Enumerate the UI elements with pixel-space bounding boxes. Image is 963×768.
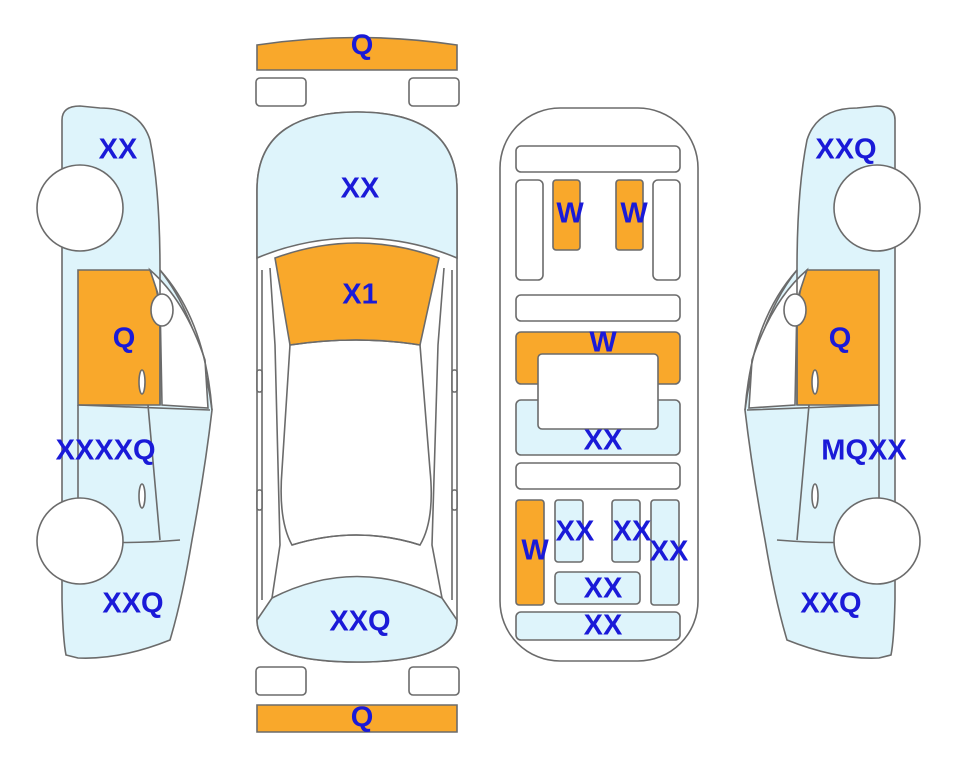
right-front-wheel <box>833 164 921 252</box>
left-front-wheel <box>36 164 124 252</box>
interior-left-pillar <box>515 179 544 281</box>
label-rear-bumper: Q <box>351 702 374 734</box>
left-mirror <box>256 369 263 393</box>
label-left-front-fender: XX <box>99 134 138 166</box>
left-mirror-side <box>150 293 174 327</box>
label-interior-rear-shelf: XX <box>584 610 623 642</box>
label-right-front-fender: XXQ <box>815 134 876 166</box>
right-rear-door-line <box>746 404 880 541</box>
front-left-light <box>255 77 307 107</box>
left-side-line-inner <box>269 267 281 599</box>
right-rear-handle-side <box>811 483 819 509</box>
left-rear-wheel <box>36 497 124 585</box>
label-left-rear-quarter: XXQ <box>102 588 163 620</box>
interior-right-pillar <box>652 179 681 281</box>
front-right-light <box>408 77 460 107</box>
trunk-panel[interactable] <box>256 575 458 663</box>
interior-view: W W W XX W XX XX XX XX XX <box>499 107 699 662</box>
top-view: Q XX X1 XXQ Q <box>255 30 460 734</box>
left-rear-handle <box>256 489 263 511</box>
right-mirror-side <box>783 293 807 327</box>
interior-rear-seat-3-panel[interactable] <box>554 571 641 605</box>
interior-upper-left-panel[interactable] <box>552 179 581 251</box>
interior-rear-right-panel[interactable] <box>650 499 680 606</box>
rear-left-light <box>255 666 307 696</box>
rear-bumper-panel[interactable] <box>256 704 458 733</box>
right-mirror <box>451 369 458 393</box>
label-left-rear-door-b: XXQ <box>94 435 155 467</box>
right-rear-wheel <box>833 497 921 585</box>
interior-front-bar <box>515 145 681 173</box>
label-hood: XX <box>341 173 380 205</box>
left-rear-handle-side <box>138 483 146 509</box>
interior-upper-right-panel[interactable] <box>615 179 644 251</box>
front-bumper-panel[interactable] <box>256 36 458 71</box>
label-left-rear-door-a: XX <box>56 435 95 467</box>
interior-mid-bar <box>515 294 681 322</box>
hood-panel[interactable] <box>256 111 458 260</box>
right-rear-handle <box>451 489 458 511</box>
label-trunk: XXQ <box>329 606 390 638</box>
label-windshield: X1 <box>342 279 377 311</box>
label-interior-rear-seat-2: XX <box>613 516 652 548</box>
left-roof-line <box>159 269 213 411</box>
right-side-view <box>744 105 921 659</box>
rear-window-line <box>291 534 421 546</box>
label-interior-rear-left: W <box>521 535 549 567</box>
right-front-handle <box>811 369 819 395</box>
interior-rear-shelf-panel[interactable] <box>515 611 681 641</box>
label-interior-front-seats: XX <box>584 425 623 457</box>
interior-rear-seat-2-panel[interactable] <box>611 499 641 563</box>
label-right-rear-quarter: XXQ <box>800 588 861 620</box>
label-right-front-door: Q <box>829 323 852 355</box>
left-front-handle <box>138 369 146 395</box>
right-roof-line <box>744 269 798 411</box>
label-left-front-door: Q <box>113 323 136 355</box>
label-front-bumper: Q <box>351 30 374 62</box>
interior-rear-left-panel[interactable] <box>515 499 545 606</box>
interior-console <box>537 353 659 430</box>
label-interior-rear-right: XX <box>650 536 689 568</box>
label-interior-rear-seat-3: XX <box>584 573 623 605</box>
right-side-line-inner <box>431 267 445 599</box>
label-interior-rear-seat-1: XX <box>556 516 595 548</box>
interior-lower-bar <box>515 462 681 490</box>
right-side-labels: XXQ Q MQXX XXQ <box>800 134 907 620</box>
label-right-rear-door: MQXX <box>821 435 907 467</box>
label-interior-upper-left: W <box>556 198 584 230</box>
rear-right-light <box>408 666 460 696</box>
interior-rear-seat-1-panel[interactable] <box>554 499 584 563</box>
label-interior-upper-right: W <box>620 198 648 230</box>
left-side-view: XX Q XX XXQ XXQ <box>36 105 213 659</box>
left-rear-door-line <box>77 404 211 541</box>
label-interior-dash: W <box>589 327 617 359</box>
